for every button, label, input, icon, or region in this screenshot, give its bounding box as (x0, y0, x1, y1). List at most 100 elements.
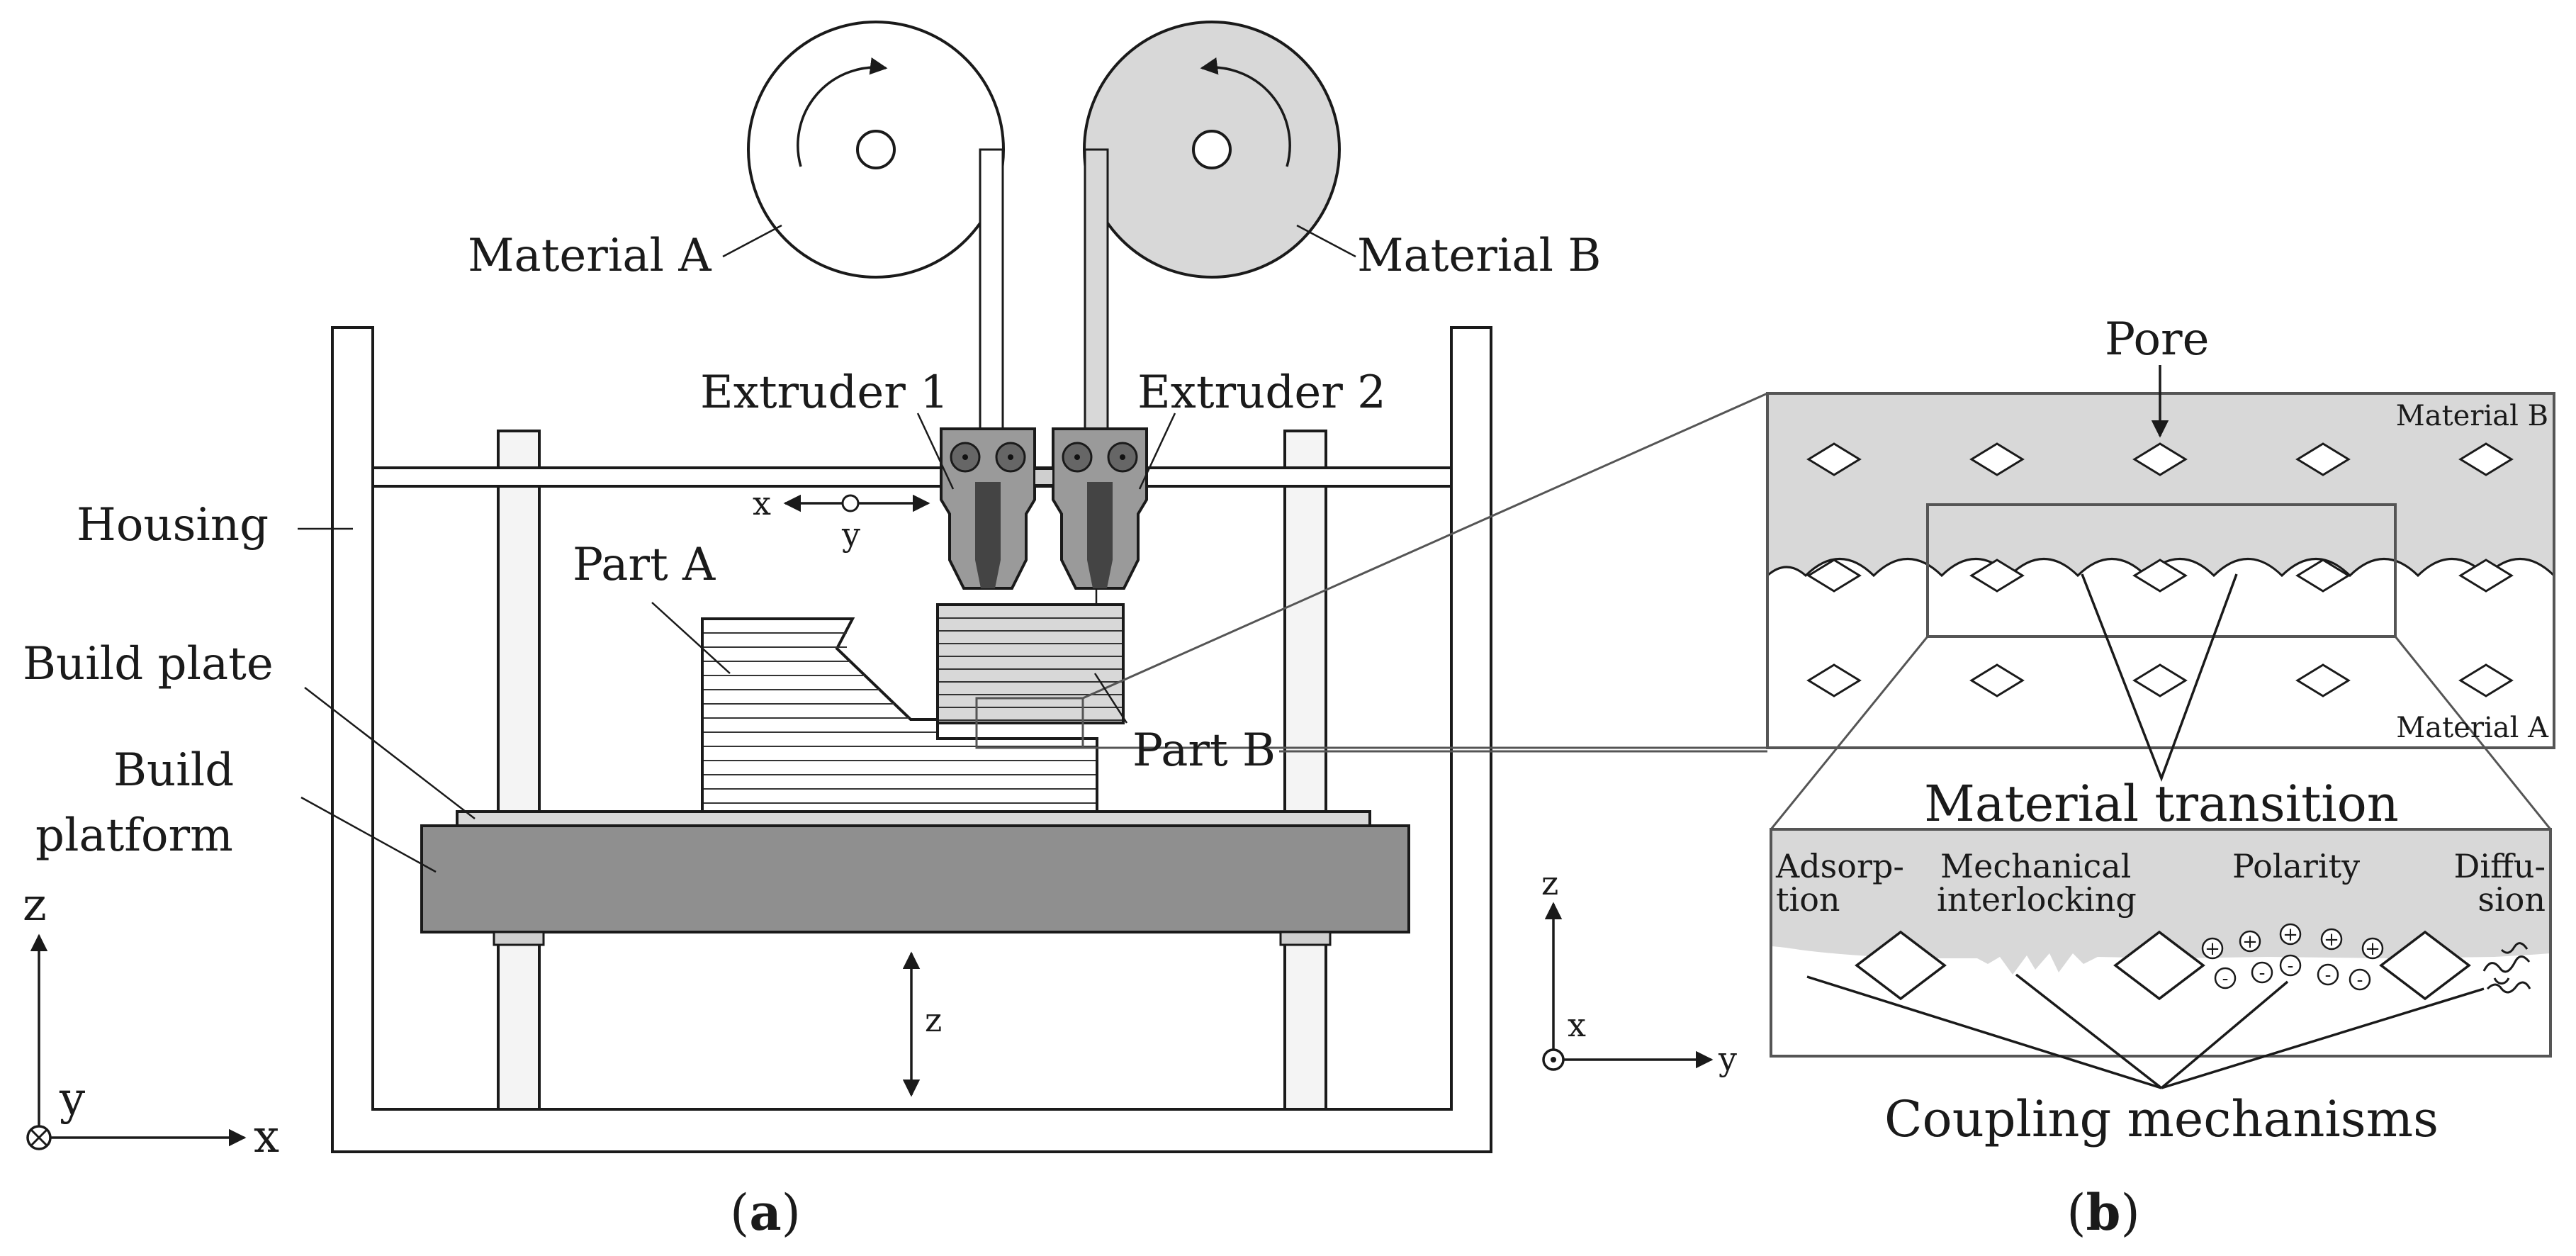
zoom-line-top (1082, 392, 1768, 700)
pore-shape (1806, 663, 1862, 697)
charge-symbol: + (2205, 938, 2220, 960)
pore-shape (1806, 442, 1862, 476)
negative-charge (2279, 954, 2302, 977)
axis-a-x-label: x (254, 1111, 279, 1163)
pore-shape (2458, 442, 2514, 476)
leader-part-a (651, 602, 731, 674)
leader-extruder-1 (916, 413, 955, 490)
coupling-box-border (1770, 828, 2552, 1058)
leader-coupling-mechanisms (1806, 973, 2485, 1089)
label-housing: Housing (77, 499, 269, 551)
axes-panel-b: z x y (1541, 864, 1737, 1078)
charge-symbol: + (2324, 929, 2339, 951)
negative-charge (2214, 967, 2237, 989)
spool-material-a (747, 21, 1005, 279)
axis-a-y-label: y (59, 1073, 85, 1126)
leader-extruder-2 (1138, 413, 1176, 490)
axis-b-y-label: y (1718, 1040, 1737, 1078)
negative-charge (2251, 961, 2273, 984)
polarity-charges: +++++----- (2201, 923, 2384, 991)
filament-a (979, 148, 1004, 449)
label-extruder-1: Extruder 1 (700, 366, 949, 419)
label-build-plate: Build plate (23, 638, 274, 690)
pore-shape (2295, 559, 2351, 593)
part-b (936, 603, 1125, 724)
pore-shape (2458, 559, 2514, 593)
axes-panel-a: z y x (23, 879, 279, 1163)
charge-symbol: + (2283, 924, 2298, 946)
positive-charge (2279, 923, 2302, 946)
positive-charge (2361, 937, 2384, 960)
pore-shape (1806, 559, 1862, 593)
negative-charge (2349, 968, 2371, 991)
charge-symbol: + (2242, 931, 2258, 953)
coupling-mechanisms-box: +++++----- (1771, 829, 2550, 1056)
label-diffusion-line1: Diffu- (2454, 847, 2546, 885)
label-diffusion-line2: sion (2477, 880, 2546, 919)
leader-material-b (1296, 224, 1356, 258)
housing-post-left (497, 430, 541, 1111)
coupling-pores (1855, 930, 2471, 1001)
label-part-a: Part A (573, 539, 716, 591)
extruder-1 (940, 427, 1036, 590)
label-extruder-2: Extruder 2 (1137, 366, 1386, 419)
pore-shape (1969, 442, 2025, 476)
label-material-a: Material A (468, 230, 712, 282)
panel-b: Pore Material B Material A Material tran… (1541, 313, 2555, 1242)
zoom-line-right (2394, 636, 2552, 830)
label-mechanical-line1: Mechanical (1940, 847, 2131, 885)
zoom-line-left (1770, 636, 1929, 830)
label-mechanical-line2: interlocking (1937, 880, 2137, 919)
platform-bushing-right (1279, 931, 1332, 946)
build-plate (456, 810, 1371, 827)
caption-a: (a) (730, 1183, 801, 1242)
pore-shape (1969, 663, 2025, 697)
charge-symbol: - (2325, 965, 2332, 986)
spool-material-b (1083, 21, 1341, 279)
positive-charge (2201, 937, 2224, 960)
label-material-b-detail: Material B (2396, 400, 2548, 432)
interface-detail-box (1767, 393, 2554, 748)
axis-b-x-label: x (1568, 1006, 1586, 1044)
transition-zoom-window (1926, 503, 2397, 638)
diffusion-chains (2482, 942, 2531, 994)
leader-part-b (1093, 673, 1128, 724)
gantry-rail (371, 466, 1453, 488)
pore-shape (2295, 442, 2351, 476)
label-material-b: Material B (1357, 230, 1601, 282)
x-motion-label: x (753, 484, 771, 522)
leader-build-platform (300, 796, 437, 873)
z-motion-label: z (925, 1001, 942, 1039)
caption-b: (b) (2066, 1183, 2140, 1242)
housing-frame (331, 326, 1492, 1153)
label-material-a-detail: Material A (2396, 712, 2549, 744)
caption-a-letter: a (749, 1183, 781, 1242)
panel-a: x y z Material A Material B Extruder 1 E… (23, 21, 1768, 1242)
pore-shape (2132, 559, 2188, 593)
build-platform (420, 824, 1410, 933)
negative-charge (2317, 963, 2339, 986)
axis-a-z-label: z (23, 879, 47, 931)
label-material-transition: Material transition (1924, 775, 2399, 833)
y-motion-label: y (841, 515, 860, 554)
pore-shape (2295, 663, 2351, 697)
charge-symbol: - (2357, 970, 2363, 991)
interface-zoom-window (975, 697, 1084, 749)
positive-charge (2239, 930, 2261, 953)
label-polarity: Polarity (2232, 847, 2360, 885)
extruder-2 (1052, 427, 1148, 590)
caption-b-letter: b (2086, 1183, 2121, 1242)
label-part-b: Part B (1132, 724, 1276, 777)
platform-bushing-left (493, 931, 545, 946)
label-adsorption-line1: Adsorp- (1775, 847, 1904, 885)
filament-b (1084, 148, 1109, 449)
y-motion-marker (841, 494, 860, 512)
extruder-coupling (1034, 469, 1054, 486)
label-adsorption-line2: tion (1776, 880, 1840, 919)
part-a (701, 617, 1098, 813)
charge-symbol: - (2222, 968, 2229, 989)
pore-shape (2458, 663, 2514, 697)
charge-symbol: + (2365, 938, 2380, 960)
label-pore: Pore (2105, 313, 2209, 366)
pore-shape (2132, 663, 2188, 697)
